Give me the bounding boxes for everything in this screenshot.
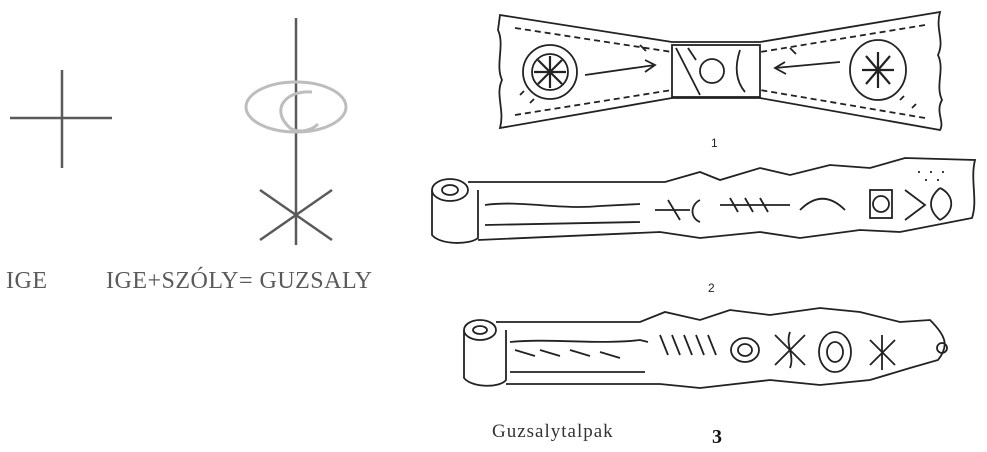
drawing-number-1: 1	[711, 136, 718, 150]
distaff-foot-drawing-3	[464, 308, 947, 388]
ige-label: IGE	[6, 268, 47, 295]
distaff-foot-drawing-2	[432, 158, 975, 243]
ige-cross-symbol	[10, 70, 112, 168]
figure-number: 3	[712, 426, 722, 449]
guzsaly-equation-label: IGE+SZÓLY= GUZSALY	[106, 268, 373, 295]
guzsaly-symbol	[246, 18, 346, 245]
caption: Guzsalytalpak	[492, 421, 614, 443]
drawing-number-2: 2	[708, 281, 715, 295]
distaff-foot-drawing-1	[498, 12, 942, 130]
